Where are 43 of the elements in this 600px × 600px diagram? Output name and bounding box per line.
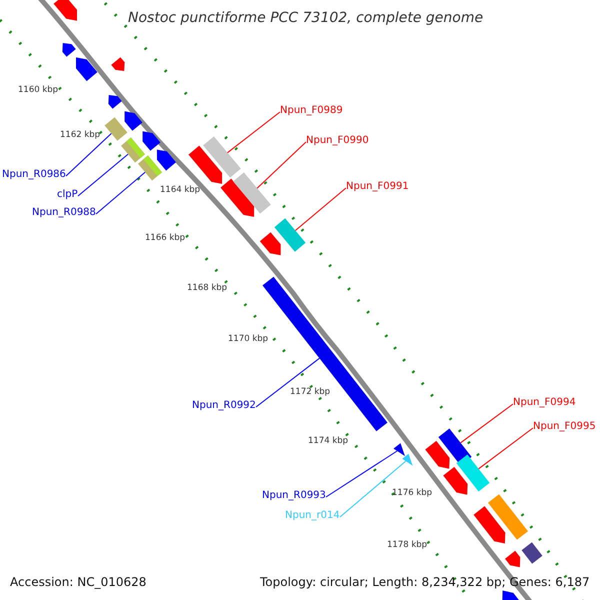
scale-label: 1176 kbp: [392, 489, 432, 498]
scale-label: 1162 kbp: [60, 131, 100, 140]
leader-line: [256, 142, 306, 189]
gene-label: Npun_F0990: [306, 136, 369, 146]
gene-label: Npun_R0992: [192, 401, 256, 411]
leader-line: [256, 358, 320, 408]
gene-label: Npun_R0988: [32, 208, 96, 218]
leader-line: [66, 133, 112, 176]
scale-label: 1166 kbp: [145, 234, 186, 242]
gene-triangle: [402, 454, 413, 466]
leader-line: [294, 188, 346, 231]
gene-label: Npun_R0993: [262, 491, 326, 501]
gene-label: Npun_R0986: [2, 170, 66, 180]
footer-text: Accession: NC_010628: [10, 576, 146, 588]
gene-label: Npun_F0994: [513, 398, 576, 408]
leader-line: [460, 404, 514, 444]
scale-label: 1172 kbp: [290, 388, 330, 396]
gene-label: Npun_r014: [285, 511, 340, 521]
gene-triangle: [394, 443, 405, 456]
title: Nostoc punctiforme PCC 73102, complete genome: [128, 11, 484, 25]
gene-bar: [104, 117, 128, 141]
scale-label: 1160 kbp: [18, 86, 58, 94]
gene-bar: [138, 155, 162, 181]
gene-label: Npun_F0989: [280, 106, 343, 116]
leader-line: [326, 450, 398, 498]
scale-label: 1164 kbp: [160, 186, 200, 194]
leader-line: [340, 460, 406, 518]
gene-label: Npun_F0995: [533, 422, 596, 432]
gene-label: Npun_F0991: [346, 182, 409, 192]
footer-text: Topology: circular; Length: 8,234,322 bp; Genes: 6,187: [260, 576, 590, 588]
scale-label: 1168 kbp: [187, 284, 228, 292]
gene-bar: [456, 454, 490, 492]
gene-bar: [121, 137, 145, 163]
leader-line: [227, 112, 280, 154]
gene-bar: [233, 172, 271, 214]
gene-bar: [274, 218, 306, 252]
leader-line: [78, 154, 128, 196]
gene-label: clpP: [57, 190, 78, 200]
scale-label: 1170 kbp: [228, 335, 268, 344]
leader-line: [96, 172, 146, 214]
leader-line: [478, 428, 534, 470]
scale-label: 1178 kbp: [387, 541, 428, 550]
gene-bar: [203, 136, 241, 178]
